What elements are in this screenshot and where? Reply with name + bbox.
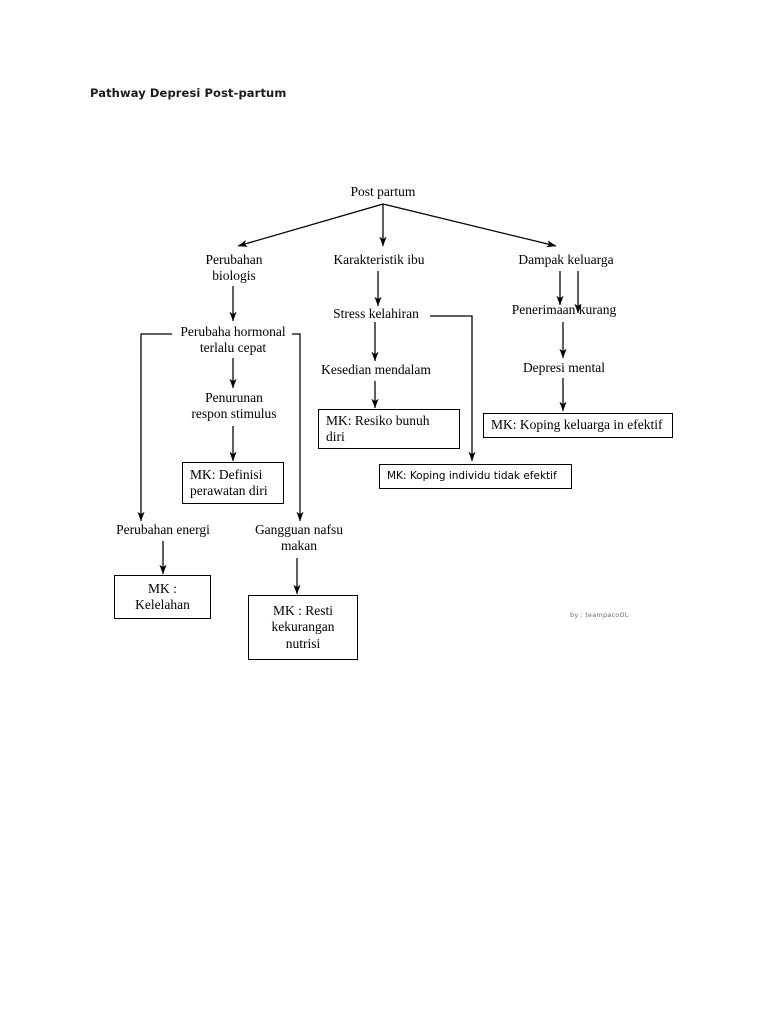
node-kesedian-mendalam[interactable]: Kesedian mendalam: [321, 362, 431, 377]
edge-postpartum-dampak: [382, 203, 557, 248]
node-penerimaan-kurang[interactable]: Penerimaan kurang: [511, 302, 617, 317]
node-post-partum[interactable]: Post partum: [350, 184, 416, 199]
box-mk-resti-kekurangan-nutrisi[interactable]: MK : Resti kekurangan nutrisi: [248, 595, 358, 660]
box-mk-koping-individu-tidak-efektif[interactable]: MK: Koping individu tidak efektif: [379, 464, 572, 489]
node-perubahan-energi[interactable]: Perubahan energi: [116, 522, 210, 537]
edge-postpartum-biologis: [237, 203, 384, 247]
box-mk-definisi-perawatan-diri[interactable]: MK: Definisi perawatan diri: [182, 462, 284, 504]
node-perubaha-hormonal[interactable]: Perubaha hormonal terlalu cepat: [180, 324, 286, 355]
node-stress-kelahiran[interactable]: Stress kelahiran: [333, 306, 419, 321]
node-dampak-keluarga[interactable]: Dampak keluarga: [518, 252, 614, 267]
node-karakteristik-ibu[interactable]: Karakteristik ibu: [333, 252, 425, 267]
edge-hormonal-nafsu: [292, 333, 304, 522]
node-gangguan-nafsu-makan[interactable]: Gangguan nafsu makan: [254, 522, 344, 553]
box-mk-koping-keluarga-in-efektif[interactable]: MK: Koping keluarga in efektif: [483, 413, 673, 438]
node-perubahan-biologis[interactable]: Perubahan biologis: [205, 252, 263, 283]
node-penurunan-respon-stimulus[interactable]: Penurunan respon stimulus: [191, 390, 277, 421]
watermark-credit: by : teampacoOL: [570, 611, 629, 619]
page-title: Pathway Depresi Post-partum: [90, 86, 287, 100]
box-mk-kelelahan[interactable]: MK : Kelelahan: [114, 575, 211, 619]
edge-hormonal-energi: [137, 333, 172, 522]
box-mk-resiko-bunuh-diri[interactable]: MK: Resiko bunuh diri: [318, 409, 460, 449]
node-depresi-mental[interactable]: Depresi mental: [522, 360, 606, 375]
